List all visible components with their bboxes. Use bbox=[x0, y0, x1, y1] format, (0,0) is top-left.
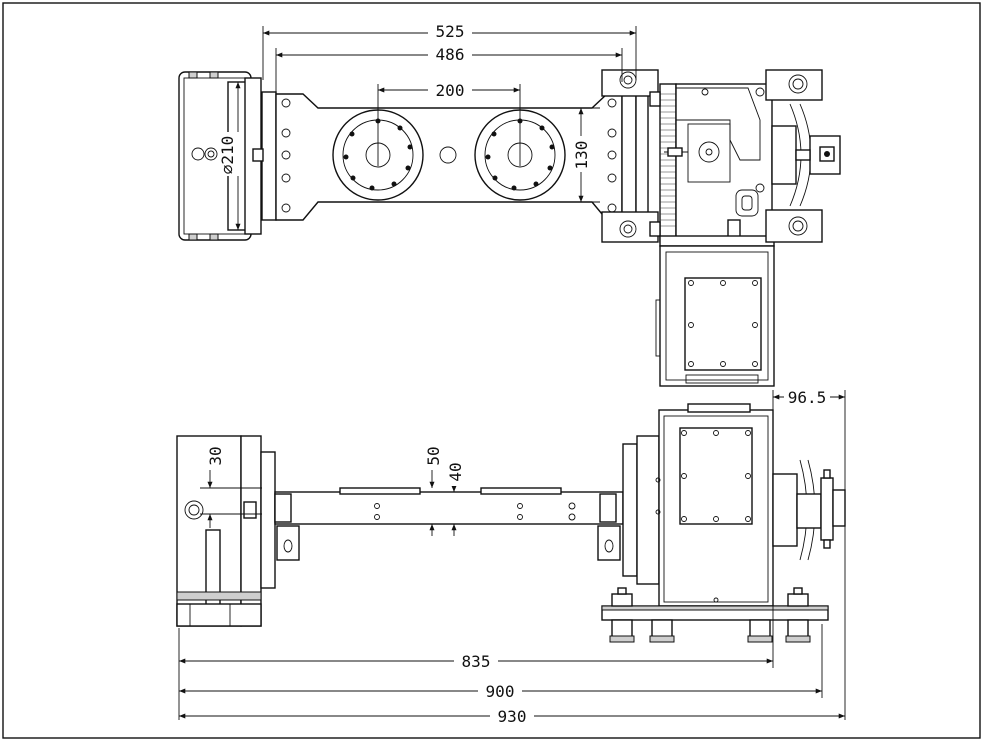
top-dimensions: 525 486 200 130 ⌀210 bbox=[218, 22, 637, 230]
dim-50: 50 bbox=[424, 446, 443, 465]
top-left-block bbox=[178, 71, 277, 241]
side-handwheel bbox=[772, 459, 846, 561]
dim-40: 40 bbox=[446, 462, 465, 481]
dim-930: 930 bbox=[498, 707, 527, 726]
side-headstock bbox=[622, 403, 774, 607]
dim-130: 130 bbox=[572, 141, 591, 170]
dim-486: 486 bbox=[436, 45, 465, 64]
dim-900: 900 bbox=[486, 682, 515, 701]
side-base bbox=[601, 587, 829, 643]
top-headstock bbox=[601, 69, 775, 247]
side-view bbox=[176, 403, 846, 643]
dim-835: 835 bbox=[462, 652, 491, 671]
dim-96-5: 96.5 bbox=[788, 388, 827, 407]
dim-200: 200 bbox=[436, 81, 465, 100]
side-dimensions: 96.5 30 50 40 835 900 930 bbox=[178, 388, 846, 726]
top-view bbox=[178, 69, 841, 387]
dim-30: 30 bbox=[206, 446, 225, 465]
dim-525: 525 bbox=[436, 22, 465, 41]
top-handwheel bbox=[765, 69, 841, 243]
dim-diameter-210: ⌀210 bbox=[218, 136, 237, 175]
side-beam bbox=[274, 487, 624, 561]
top-motor-box bbox=[655, 245, 775, 387]
